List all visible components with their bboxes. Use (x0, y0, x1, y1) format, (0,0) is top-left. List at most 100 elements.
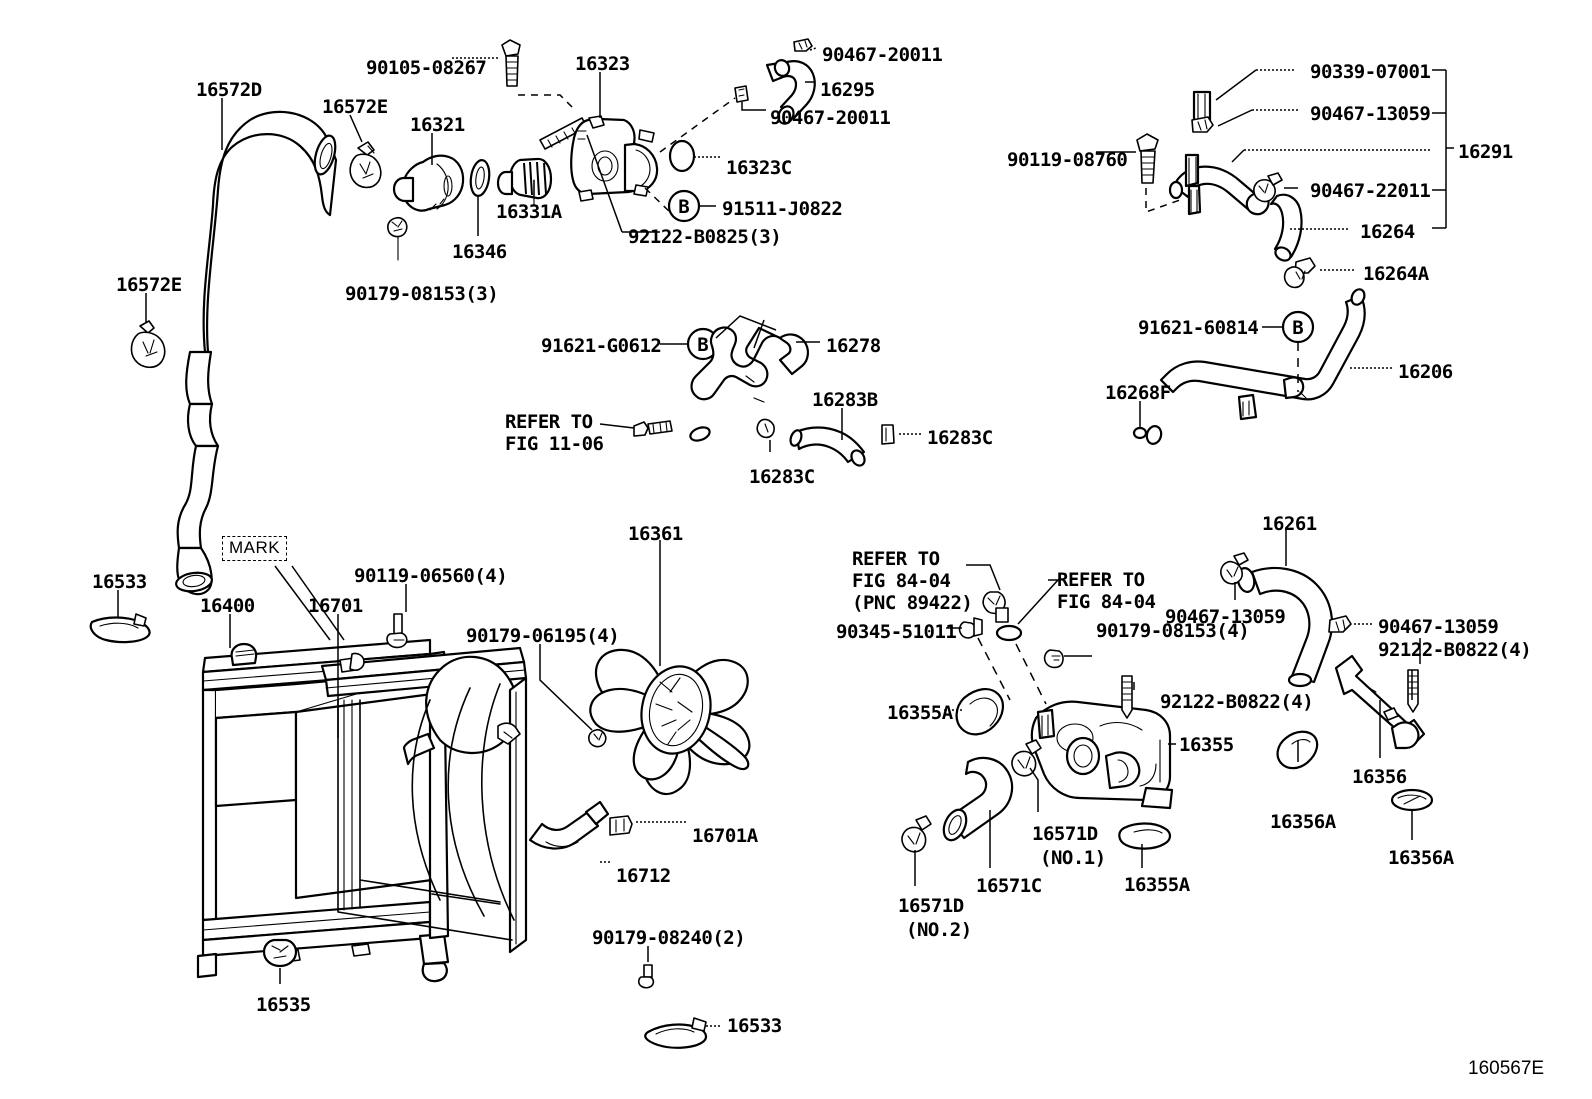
part-label-16346: 16346 (452, 241, 507, 263)
part-16355A-gasket-right (1118, 822, 1172, 850)
part-92122-B0822-stud-left (1121, 675, 1133, 719)
part-16535-drain-plug (262, 938, 298, 984)
part-16356A-gasket-bottom (1390, 788, 1434, 812)
part-label-16356a: 16356A (1270, 811, 1336, 833)
part-16400-radiator (196, 638, 450, 983)
leader-lines-lower-right (944, 530, 1421, 868)
part-label-16533: 16533 (92, 571, 147, 593)
part-label-16295: 16295 (820, 79, 875, 101)
part-16701A-clip (609, 815, 633, 836)
symbol-B-circle-91621-60814: B (1281, 310, 1315, 344)
part-label-16323c: 16323C (726, 157, 792, 179)
part-label-90179-081533: 90179-08153(3) (345, 283, 499, 305)
part-16533-bracket-lower (644, 1017, 708, 1049)
part-90339-07001-oring (1192, 90, 1212, 122)
part-label-90467-20011: 90467-20011 (770, 107, 891, 129)
part-label-16356: 16356 (1352, 766, 1407, 788)
part-label-16571d: 16571D (898, 895, 964, 917)
part-90105-08267-bolt (501, 39, 521, 87)
part-label-90467-13059: 90467-13059 (1165, 606, 1286, 628)
part-label-no2: (NO.2) (906, 919, 972, 941)
part-90179-08153-3-clip (387, 216, 408, 261)
part-label-90467-20011: 90467-20011 (822, 44, 943, 66)
part-90467-22011-clamp (1253, 172, 1283, 203)
part-label-16400: 16400 (200, 595, 255, 617)
part-16321-water-inlet (392, 154, 465, 212)
part-16572D-radiator-hose (175, 110, 338, 596)
part-16283C-clamp-right (881, 424, 895, 445)
part-16533-bracket-upper (89, 613, 151, 644)
part-90179-06195-clip (588, 728, 607, 748)
part-label-90467-22011: 90467-22011 (1310, 180, 1431, 202)
part-label-16356a: 16356A (1388, 847, 1454, 869)
leader-lines-mid-center (599, 315, 922, 452)
part-label-91511-j0822: 91511-J0822 (722, 198, 843, 220)
part-16323-water-pump-housing (570, 115, 659, 202)
part-16295-hose (765, 59, 816, 125)
part-90467-20011-clamp-top (793, 38, 813, 52)
part-label-92122-b08224: 92122-B0822(4) (1160, 691, 1314, 713)
part-label-16361: 16361 (628, 523, 683, 545)
part-refer-fig-11-06-bolt (633, 420, 673, 437)
part-label-16572e: 16572E (116, 274, 182, 296)
part-92122-B0822-stud-right (1407, 669, 1419, 713)
part-label-16283b: 16283B (812, 389, 878, 411)
part-16571D-no2-clamp (901, 815, 932, 886)
part-16206-water-pipe (1145, 288, 1366, 445)
part-label-16291: 16291 (1458, 141, 1513, 163)
part-label-16701a: 16701A (692, 825, 758, 847)
part-label-16323: 16323 (575, 53, 630, 75)
part-label-90119-065604: 90119-06560(4) (354, 565, 508, 587)
part-label-16355a: 16355A (887, 702, 953, 724)
part-label-16283c: 16283C (927, 427, 993, 449)
part-16572E-clamp-lower (130, 320, 166, 369)
leader-lines-upper-left (145, 47, 817, 322)
part-16264-hose (1269, 193, 1303, 262)
part-label-16264a: 16264A (1363, 263, 1429, 285)
part-label-16533: 16533 (727, 1015, 782, 1037)
mark-tag: MARK (222, 536, 288, 562)
part-16355-water-inlet-housing (1030, 700, 1174, 810)
part-label-16261: 16261 (1262, 513, 1317, 535)
part-16572E-clamp-upper (349, 141, 382, 189)
part-label-90119-08760: 90119-08760 (1007, 149, 1128, 171)
part-label-90467-13059: 90467-13059 (1310, 103, 1431, 125)
part-16291-water-bypass-pipe (1168, 153, 1270, 216)
part-90467-13059-clamp-top (1191, 116, 1214, 133)
part-90467-13059-clamp-left (1220, 552, 1249, 600)
leader-lines-mid-right (1139, 326, 1392, 427)
part-label-92122-b08224: 92122-B0822(4) (1378, 639, 1532, 661)
part-label-90179-081534: 90179-08153(4) (1096, 620, 1250, 642)
part-label-16701: 16701 (308, 595, 363, 617)
part-16346-gasket (469, 159, 491, 197)
part-16264A-clamp (1283, 257, 1316, 289)
part-label-90179-061954: 90179-06195(4) (466, 625, 620, 647)
part-label-16283c: 16283C (749, 466, 815, 488)
part-label-16206: 16206 (1398, 361, 1453, 383)
part-label-16355: 16355 (1179, 734, 1234, 756)
part-16323C-oring (668, 139, 696, 173)
part-90119-06560-bolt (386, 613, 408, 649)
part-label-16321: 16321 (410, 114, 465, 136)
part-label-16571c: 16571C (976, 875, 1042, 897)
part-90345-51011-plug (958, 617, 983, 639)
part-label-refertofig11-06: REFER TO FIG 11-06 (505, 411, 604, 455)
part-label-90105-08267: 90105-08267 (366, 57, 487, 79)
part-label-16571d: 16571D (1032, 823, 1098, 845)
part-16571C-hose (942, 756, 1014, 842)
part-label-90345-51011: 90345-51011 (836, 621, 957, 643)
part-16361-fan (589, 648, 751, 796)
part-label-16712: 16712 (616, 865, 671, 887)
figure-code: 160567E (1468, 1058, 1545, 1079)
part-label-16572d: 16572D (196, 79, 262, 101)
leader-lines-upper-right (1096, 69, 1454, 271)
part-label-no1: (NO.1) (1040, 847, 1106, 869)
part-16355A-gasket-left (955, 688, 1004, 736)
part-16268F-oring (1132, 426, 1148, 440)
part-90119-08760-bolt (1136, 133, 1159, 184)
symbol-B-circle-91511: B (667, 189, 701, 223)
part-16278-bypass-hose (689, 326, 809, 442)
part-16283B-hose (789, 426, 866, 467)
part-label-90467-13059: 90467-13059 (1378, 616, 1499, 638)
part-16283C-clamp-left (756, 418, 775, 439)
